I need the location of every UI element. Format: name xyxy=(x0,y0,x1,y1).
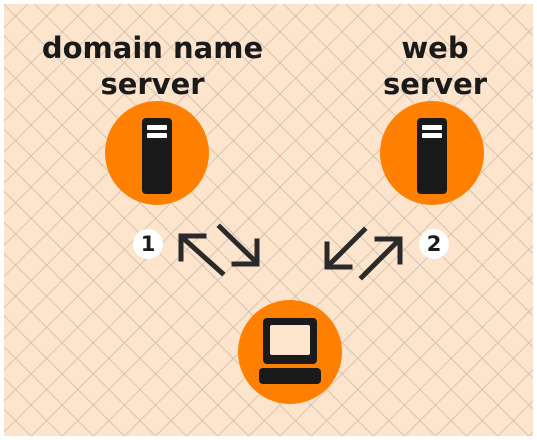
server-icon xyxy=(417,118,447,194)
web-server-label: web server xyxy=(370,30,500,102)
dns-server-node xyxy=(105,101,209,205)
client-node xyxy=(238,300,342,404)
dns-label-line1: domain name xyxy=(41,31,264,65)
arrow-to-web xyxy=(358,236,403,281)
arrow-to-dns xyxy=(178,233,226,277)
web-server-node xyxy=(380,101,484,205)
step-1-badge: 1 xyxy=(133,229,163,259)
dns-label-line2: server xyxy=(100,67,205,101)
dns-server-label: domain name server xyxy=(30,30,275,102)
computer-icon xyxy=(259,318,321,384)
web-label-line1: web xyxy=(401,31,469,65)
web-label-line2: server xyxy=(382,67,488,101)
server-icon xyxy=(142,118,172,194)
step-2-badge: 2 xyxy=(419,229,449,259)
arrow-from-dns xyxy=(216,223,260,267)
arrow-from-web xyxy=(324,226,368,270)
